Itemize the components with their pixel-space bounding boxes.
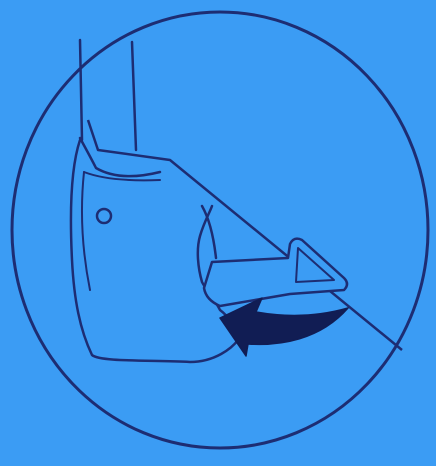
leg-outline — [80, 40, 136, 150]
shoe-eyelet — [97, 209, 111, 223]
shoe-stitch — [82, 172, 90, 290]
circle-frame — [12, 12, 428, 448]
curved-arrow — [220, 298, 348, 356]
